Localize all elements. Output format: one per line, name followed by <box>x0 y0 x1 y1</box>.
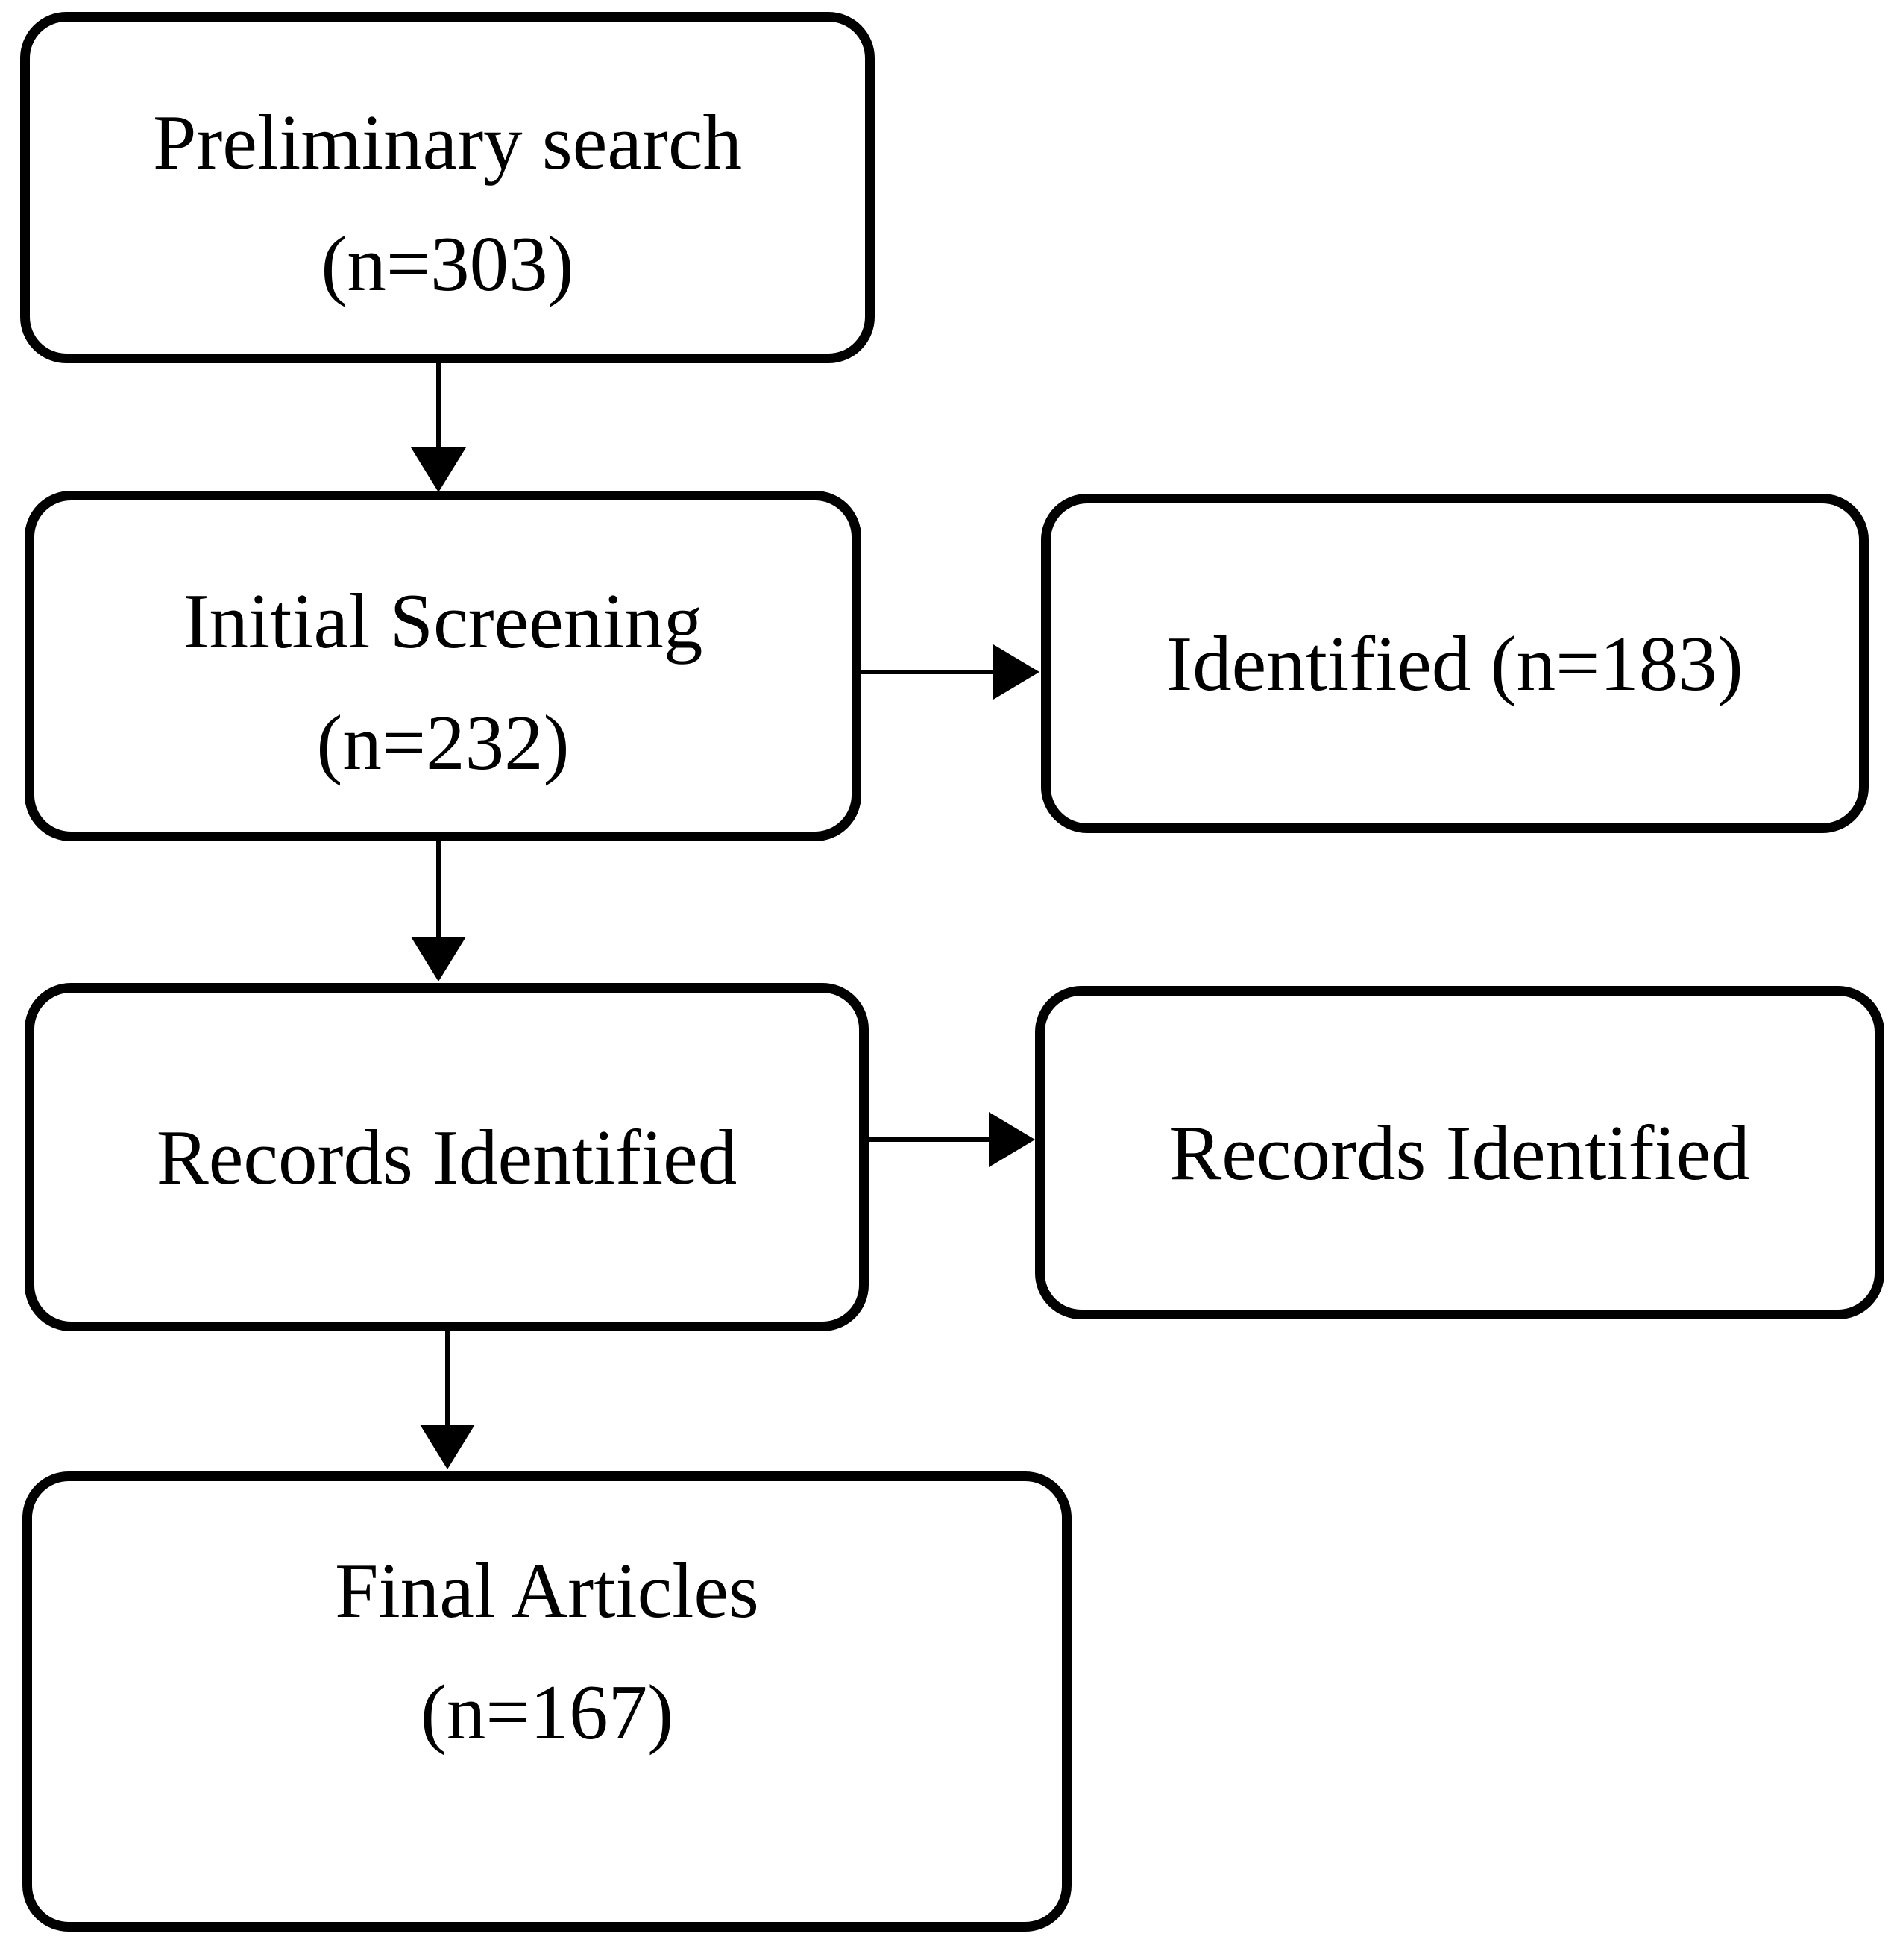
node-initial-screening: Initial Screening (n=232) <box>25 491 861 841</box>
node-initial-screening-label: Initial Screening <box>183 577 703 665</box>
arrowhead-down-icon <box>411 447 466 492</box>
node-records-identified-left-label: Records Identified <box>156 1114 737 1201</box>
edge-preliminary-to-initial-stem <box>436 363 441 451</box>
node-preliminary-search: Preliminary search (n=303) <box>20 12 875 363</box>
node-records-identified-right-label: Records Identified <box>1169 1109 1750 1196</box>
node-records-identified-left: Records Identified <box>25 983 869 1331</box>
node-final-articles-count: (n=167) <box>420 1668 674 1756</box>
node-final-articles-label: Final Articles <box>335 1547 759 1634</box>
node-identified-text: Identified (n=183) <box>1051 603 1859 724</box>
node-records-identified-right-text: Records Identified <box>1045 1092 1875 1213</box>
node-records-identified-left-text: Records Identified <box>34 1096 859 1218</box>
arrowhead-right-icon <box>989 1112 1035 1167</box>
node-initial-screening-count: (n=232) <box>316 699 570 786</box>
node-identified-label: Identified (n=183) <box>1166 620 1743 707</box>
node-final-articles: Final Articles (n=167) <box>22 1471 1072 1932</box>
node-final-articles-text: Final Articles (n=167) <box>32 1481 1062 1773</box>
node-preliminary-search-count: (n=303) <box>321 220 574 307</box>
edge-initial-to-identified-stem <box>861 670 995 674</box>
node-preliminary-search-text: Preliminary search (n=303) <box>30 22 865 324</box>
edge-records-to-records-stem <box>869 1137 991 1142</box>
arrowhead-down-icon <box>411 937 466 981</box>
edge-records-to-final-stem <box>445 1331 450 1426</box>
node-initial-screening-text: Initial Screening (n=232) <box>34 500 852 803</box>
node-records-identified-right: Records Identified <box>1035 986 1884 1319</box>
arrowhead-right-icon <box>993 644 1039 700</box>
node-identified: Identified (n=183) <box>1041 494 1869 833</box>
arrowhead-down-icon <box>420 1425 475 1469</box>
node-preliminary-search-label: Preliminary search <box>152 98 743 186</box>
edge-initial-to-records-stem <box>436 841 441 938</box>
